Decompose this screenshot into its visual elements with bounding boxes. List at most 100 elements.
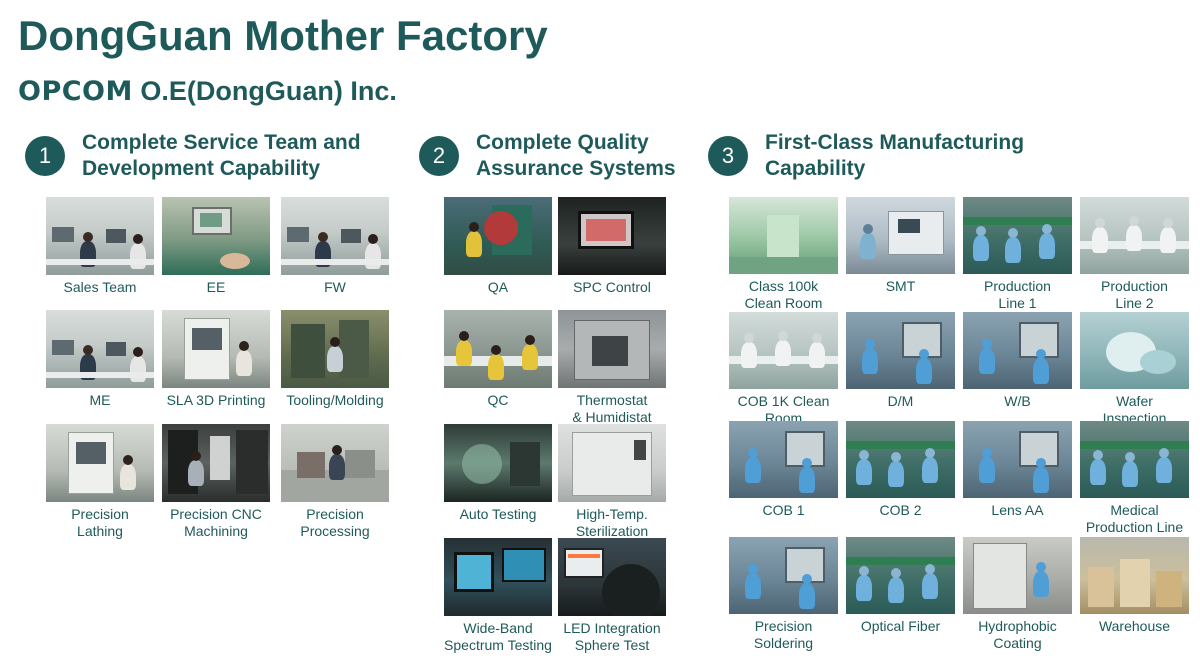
photo-boxes [1156,571,1182,607]
photo-window [76,442,106,464]
photo-tile: Auto Testing [444,424,552,542]
photo-caption: Warehouse [1098,618,1171,634]
photo-caption: QA [487,279,509,295]
photo-machine [291,324,325,378]
photo-machine [345,450,375,478]
photo-image [963,312,1072,389]
photo-image [444,197,552,275]
section-number-badge: 1 [25,136,65,176]
photo-figure [327,346,343,372]
photo-caption: FW [324,279,346,295]
photo-figure-head [812,333,822,343]
photo-tile: COB 1K Clean Room [729,312,838,429]
photo-figure [922,457,938,483]
photo-line [846,441,955,449]
company-suffix: O.E(DongGuan) Inc. [132,76,397,106]
photo-caption: Hydrophobic Coating [978,618,1057,651]
photo-tile: Hydrophobic Coating [963,537,1072,654]
photo-figure-head [1036,562,1046,572]
photo-caption: SMT [885,278,916,294]
photo-cabinet [236,430,268,494]
photo-figure-head [83,232,93,242]
photo-desk [281,259,389,265]
photo-boxes [1088,567,1114,607]
photo-tile: Tooling/Molding [281,310,389,428]
photo-figure [799,583,815,609]
photo-caption: Precision Soldering [753,618,814,651]
photo-image [46,197,154,275]
photo-tile: Production Line 1 [963,197,1072,314]
photo-caption: Optical Fiber [860,618,941,634]
photo-figure [1092,227,1108,253]
photo-caption: D/M [887,393,914,409]
photo-image [1080,197,1189,274]
photo-tile: SLA 3D Printing [162,310,270,428]
photo-desk [46,259,154,265]
photo-image [281,424,389,502]
photo-figure-head [863,224,873,234]
photo-figure [979,457,995,483]
photo-caption: COB 1 [762,502,805,518]
photo-tile: High-Temp. Sterilization [558,424,666,542]
photo-figure [888,461,904,487]
photo-figure [456,340,472,366]
photo-figure [862,348,878,374]
photo-tile: ME [46,310,154,428]
photo-figure [1033,358,1049,384]
photo-image [558,197,666,275]
photo-figure-head [1095,218,1105,228]
photo-caption: EE [206,279,226,295]
photo-figure [236,350,252,376]
photo-image [558,538,666,616]
photo-monitor [287,227,309,242]
photo-figure-head [1159,448,1169,458]
photo-figure-head [925,448,935,458]
photo-figure-head [976,226,986,236]
photo-image [963,421,1072,498]
photo-screen [898,219,920,233]
photo-figure-head [133,347,143,357]
photo-image [444,538,552,616]
photo-figure [745,573,761,599]
section-title: Complete Service Team and Development Ca… [82,131,361,180]
photo-screen-content [586,219,626,241]
photo-panel [210,436,230,480]
photo-monitor [106,342,126,356]
photo-cabinet [973,543,1027,609]
photo-tile: Wafer Inspection [1080,312,1189,429]
photo-tile: COB 1 [729,421,838,538]
photo-figure [799,467,815,493]
photo-tile: EE [162,197,270,315]
photo-tile: Lens AA [963,421,1072,538]
photo-figure [1122,461,1138,487]
photo-figure-head [1163,218,1173,228]
photo-image [846,197,955,274]
photo-figure [488,354,504,380]
photo-figure-head [239,341,249,351]
photo-floor [729,257,838,274]
photo-machine [339,320,369,378]
photo-caption: Class 100k Clean Room [744,278,823,311]
photo-image [281,310,389,388]
section-1-header: 1 Complete Service Team and Development … [25,130,361,182]
photo-window [192,328,222,350]
section-number-badge: 2 [419,136,459,176]
photo-figure-head [748,448,758,458]
photo-glove [1140,350,1176,374]
photo-caption: QC [487,392,509,408]
photo-image [963,197,1072,274]
photo-figure-head [1008,228,1018,238]
photo-figure [522,344,538,370]
section-3-header: 3 First-Class Manufacturing Capability [708,130,1024,182]
photo-figure-head [891,568,901,578]
photo-caption: SLA 3D Printing [166,392,266,408]
photo-image [1080,421,1189,498]
photo-figure [922,573,938,599]
photo-tile: Precision Processing [281,424,389,542]
photo-tile: Optical Fiber [846,537,955,654]
photo-figure [973,235,989,261]
photo-caption: Thermostat & Humidistat [572,392,652,425]
photo-image [558,310,666,388]
photo-boxes [1120,559,1150,607]
photo-window [592,336,628,366]
